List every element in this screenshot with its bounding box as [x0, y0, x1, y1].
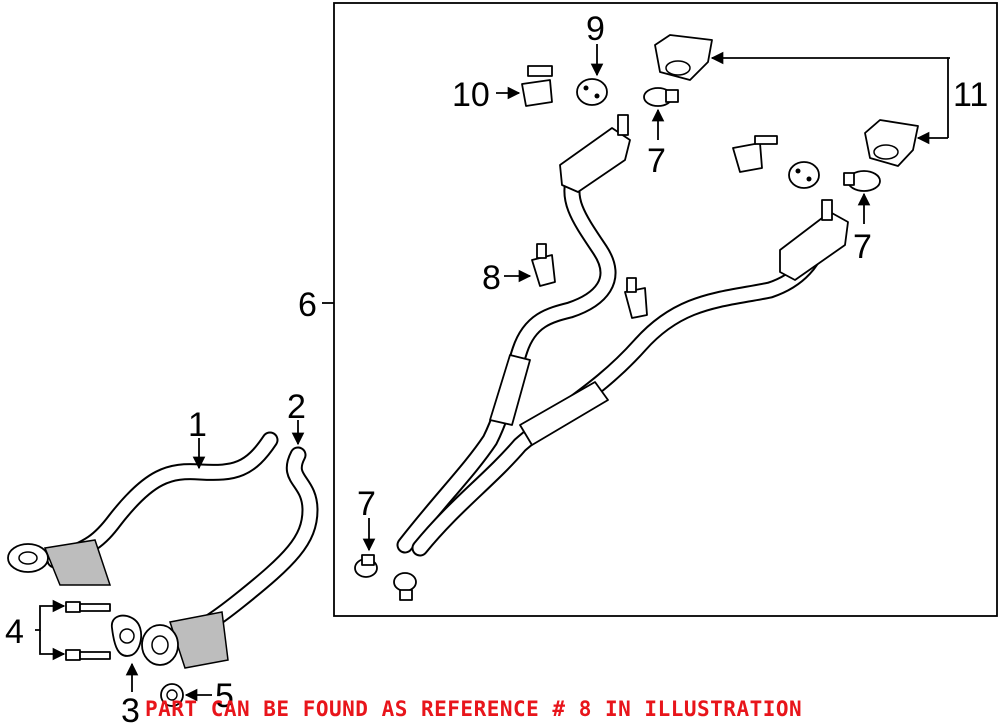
callout-1: 1 — [188, 406, 207, 444]
callout-7-upper: 7 — [647, 142, 666, 180]
hanger-left — [531, 243, 556, 287]
front-pipe-left — [7, 431, 279, 586]
callout-10: 10 — [452, 76, 490, 114]
exhaust-tip-lower — [864, 119, 919, 167]
insulator-upper — [576, 78, 608, 106]
callout-11: 11 — [953, 76, 988, 114]
clamp-right — [843, 170, 881, 192]
callout-4: 4 — [5, 613, 24, 651]
bracket — [521, 65, 553, 107]
callout-2: 2 — [287, 388, 306, 426]
assembly-box — [333, 2, 998, 617]
right-muffler — [779, 199, 849, 281]
nut — [160, 683, 184, 707]
exhaust-tip-upper — [654, 34, 713, 81]
reference-note: PART CAN BE FOUND AS REFERENCE # 8 IN IL… — [145, 697, 803, 721]
insulator-lower — [788, 161, 820, 189]
callout-5: 5 — [215, 677, 234, 715]
callout-8: 8 — [482, 259, 501, 297]
bolt-upper — [65, 601, 111, 613]
hanger-center — [624, 277, 648, 319]
center-resonator — [519, 381, 609, 446]
callout-3: 3 — [121, 692, 140, 728]
callout-9: 9 — [586, 10, 605, 48]
front-pipe-right — [141, 446, 319, 669]
clamp-upper — [643, 87, 679, 107]
callout-7-right: 7 — [853, 228, 872, 266]
front-resonator-left — [489, 354, 531, 426]
gasket — [111, 614, 142, 657]
rear-exhaust-pipes — [396, 166, 829, 557]
leader-lines — [35, 44, 950, 702]
callout-6: 6 — [298, 286, 317, 324]
bolt-lower — [65, 649, 111, 661]
clamp-lower-left — [354, 554, 378, 578]
callout-7-lower-left: 7 — [357, 485, 376, 523]
hanger-right — [732, 135, 778, 173]
left-muffler — [559, 114, 631, 193]
clamp-lower-right — [393, 572, 417, 601]
